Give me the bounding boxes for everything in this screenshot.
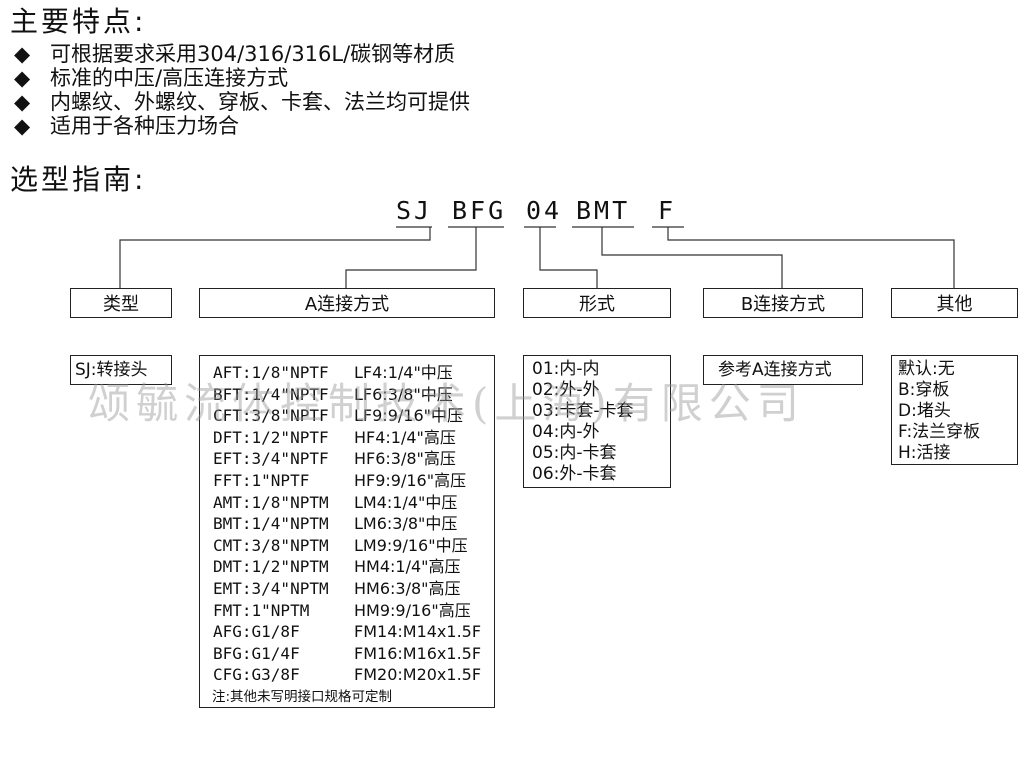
a-conn-left-column: AFT:1/8"NPTF BFT:1/4"NPTF CFT:3/8"NPTF D… — [213, 362, 329, 686]
header-form-label: 形式 — [579, 294, 615, 315]
option-item: 05:内-卡套 — [532, 443, 617, 463]
diamond-bullet-icon: ◆ — [14, 66, 31, 90]
option-item: LM9:9/16"中压 — [354, 535, 468, 555]
feature-text: 适用于各种压力场合 — [50, 114, 239, 138]
header-type-label: 类型 — [103, 294, 139, 315]
option-item: BFT:1/4"NPTF — [213, 384, 329, 404]
option-item: EFT:3/4"NPTF — [213, 449, 329, 469]
options-b-conn: 参考A连接方式 — [703, 355, 863, 385]
option-item: FM16:M16x1.5F — [354, 643, 482, 663]
option-item: BFG:G1/4F — [213, 643, 300, 663]
feature-text: 可根据要求采用304/316/316L/碳钢等材质 — [50, 42, 456, 66]
header-form: 形式 — [523, 288, 671, 318]
form-list: 01:内-内 02:外-外 03:卡套-卡套 04:内-外 05:内-卡套 06… — [532, 359, 634, 485]
option-item: 03:卡套-卡套 — [532, 401, 634, 421]
diamond-bullet-icon: ◆ — [14, 42, 31, 66]
option-item: LF6:3/8"中压 — [354, 384, 453, 404]
option-item: AMT:1/8"NPTM — [213, 492, 329, 512]
a-conn-right-column: LF4:1/4"中压 LF6:3/8"中压 LF9:9/16"中压 HF4:1/… — [354, 362, 481, 686]
a-conn-note: 注:其他未写明接口规格可定制 — [212, 689, 393, 705]
other-list: 默认:无 B:穿板 D:堵头 F:法兰穿板 H:活接 — [898, 359, 980, 464]
feature-item: ◆ 内螺纹、外螺纹、穿板、卡套、法兰均可提供 — [14, 90, 470, 114]
code-part-form: 04 — [526, 196, 563, 225]
option-item: 参考A连接方式 — [718, 360, 832, 380]
option-item: FMT:1"NPTM — [213, 600, 310, 620]
guide-title: 选型指南: — [10, 163, 147, 196]
header-a-conn: A连接方式 — [199, 288, 495, 318]
option-item: HM4:1/4"高压 — [354, 557, 461, 577]
code-part-b-conn: BMT — [576, 196, 631, 225]
feature-text: 标准的中压/高压连接方式 — [50, 66, 289, 90]
header-other: 其他 — [891, 288, 1018, 318]
option-item: B:穿板 — [898, 380, 950, 400]
features-title: 主要特点: — [10, 5, 147, 38]
options-a-conn: AFT:1/8"NPTF BFT:1/4"NPTF CFT:3/8"NPTF D… — [199, 355, 495, 708]
option-item: 默认:无 — [898, 359, 955, 379]
code-part-other: F — [658, 196, 677, 225]
option-item: EMT:3/4"NPTM — [213, 578, 329, 598]
feature-item: ◆ 适用于各种压力场合 — [14, 114, 239, 138]
option-item: HF9:9/16"高压 — [354, 470, 467, 490]
option-item: HF4:1/4"高压 — [354, 427, 456, 447]
option-item: AFT:1/8"NPTF — [213, 363, 329, 382]
code-part-type: SJ — [396, 196, 433, 225]
option-item: DMT:1/2"NPTM — [213, 557, 329, 577]
option-item: HM9:9/16"高压 — [354, 600, 471, 620]
header-a-conn-label: A连接方式 — [304, 294, 390, 315]
option-item: SJ:转接头 — [75, 360, 148, 380]
option-item: H:活接 — [898, 443, 951, 463]
option-item: CMT:3/8"NPTM — [213, 535, 329, 555]
option-item: FM20:M20x1.5F — [354, 665, 482, 685]
option-item: DFT:1/2"NPTF — [213, 427, 329, 447]
option-item: 02:外-外 — [532, 380, 600, 400]
option-item: F:法兰穿板 — [898, 422, 981, 442]
option-item: 06:外-卡套 — [532, 464, 617, 484]
option-item: CFG:G3/8F — [213, 665, 300, 685]
feature-item: ◆ 标准的中压/高压连接方式 — [14, 66, 288, 90]
option-item: AFG:G1/8F — [213, 622, 300, 642]
option-item: FM14:M14x1.5F — [354, 622, 482, 642]
option-item: D:堵头 — [898, 401, 951, 421]
option-item: BMT:1/4"NPTM — [213, 514, 329, 534]
option-item: CFT:3/8"NPTF — [213, 406, 329, 426]
option-item: FFT:1"NPTF — [213, 470, 310, 490]
option-item: LM6:3/8"中压 — [354, 514, 458, 534]
options-other: 默认:无 B:穿板 D:堵头 F:法兰穿板 H:活接 — [891, 355, 1018, 465]
header-b-conn-label: B连接方式 — [740, 294, 826, 315]
option-item: LF9:9/16"中压 — [354, 406, 463, 426]
option-item: HM6:3/8"高压 — [354, 578, 461, 598]
option-item: LM4:1/4"中压 — [354, 492, 458, 512]
diamond-bullet-icon: ◆ — [14, 90, 31, 114]
options-form: 01:内-内 02:外-外 03:卡套-卡套 04:内-外 05:内-卡套 06… — [523, 355, 671, 488]
header-b-conn: B连接方式 — [703, 288, 863, 318]
feature-item: ◆ 可根据要求采用304/316/316L/碳钢等材质 — [14, 42, 455, 66]
option-item: LF4:1/4"中压 — [354, 363, 453, 382]
option-item: 01:内-内 — [532, 359, 600, 379]
code-part-a-conn: BFG — [452, 196, 507, 225]
header-type: 类型 — [70, 288, 172, 318]
feature-text: 内螺纹、外螺纹、穿板、卡套、法兰均可提供 — [50, 90, 470, 114]
header-other-label: 其他 — [936, 294, 973, 315]
option-item: HF6:3/8"高压 — [354, 449, 456, 469]
options-type: SJ:转接头 — [70, 355, 172, 385]
diamond-bullet-icon: ◆ — [14, 114, 31, 138]
option-item: 04:内-外 — [532, 422, 600, 442]
